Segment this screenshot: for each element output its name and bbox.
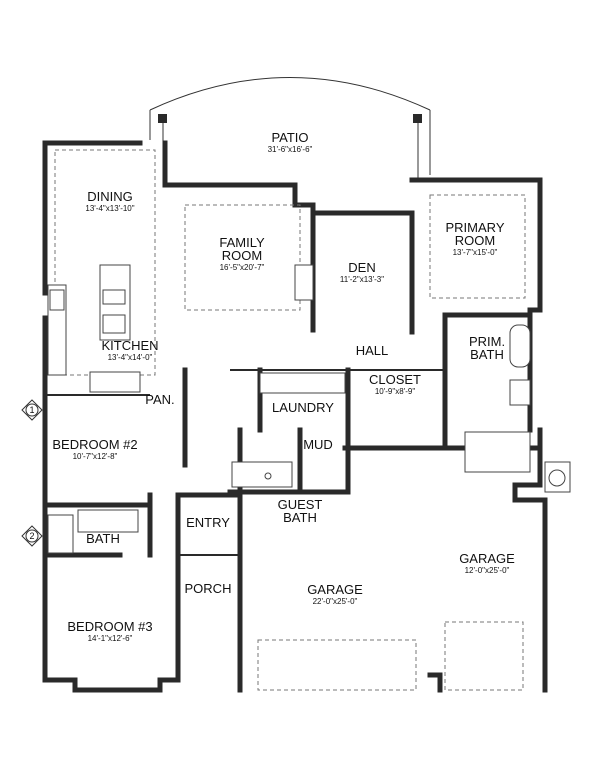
patio-dims: 31'-6"x16'-6" xyxy=(268,145,313,154)
porch-label: PORCH xyxy=(185,581,232,596)
primary-room-dims: 13'-7"x15'-0" xyxy=(453,248,498,257)
family-room-label-1: FAMILY xyxy=(219,235,265,250)
entry-label: ENTRY xyxy=(186,515,230,530)
guest-bath-label-1: GUEST xyxy=(278,497,323,512)
garage-main-dims: 22'-0"x25'-0" xyxy=(313,597,358,606)
patio-label: PATIO xyxy=(271,130,308,145)
closet-label: CLOSET xyxy=(369,372,421,387)
prim-bath-label-1: PRIM. xyxy=(469,334,505,349)
kitchen-dishwasher xyxy=(102,314,126,334)
garage-side-dims: 12'-0"x25'-0" xyxy=(465,566,510,575)
patio-arc xyxy=(149,77,431,111)
primary-shower xyxy=(464,431,531,473)
exterior-wall-east-lower xyxy=(512,427,548,693)
garage-side-label: GARAGE xyxy=(459,551,515,566)
closet-dims: 10'-9"x8'-9" xyxy=(375,387,415,396)
den-dims: 11'-2"x13'-3" xyxy=(340,275,384,284)
mud-label: MUD xyxy=(303,437,333,452)
bedroom3-label: BEDROOM #3 xyxy=(67,619,152,634)
patio-column-right xyxy=(413,114,422,123)
primary-ceiling-outline xyxy=(429,194,526,299)
section-marker-2: 2 xyxy=(21,525,43,547)
bedroom2-label: BEDROOM #2 xyxy=(52,437,137,452)
garage-main-label: GARAGE xyxy=(307,582,363,597)
dining-dims: 13'-4"x13'-10" xyxy=(85,204,134,213)
guest-bath-label-2: BATH xyxy=(283,510,317,525)
laundry-label: LAUNDRY xyxy=(272,400,334,415)
exterior-wall-south-porch xyxy=(175,492,243,693)
fireplace xyxy=(294,264,314,301)
marker-1-label: 1 xyxy=(29,405,34,415)
primary-toilet-box xyxy=(509,379,531,406)
den-label: DEN xyxy=(348,260,375,275)
exterior-wall-north-west xyxy=(42,140,143,296)
laundry-counter xyxy=(259,372,346,394)
dining-label: DINING xyxy=(87,189,133,204)
exterior-wall-south-garage xyxy=(427,672,443,693)
primary-bathtub xyxy=(509,324,531,368)
kitchen-range xyxy=(49,289,65,311)
family-room-label-2: ROOM xyxy=(222,248,262,263)
bedroom2-dims: 10'-7"x12'-8" xyxy=(73,452,118,461)
garage-door-main xyxy=(257,639,417,691)
guest-vanity xyxy=(231,461,293,488)
bath-tub xyxy=(47,514,74,554)
primary-room-label-2: ROOM xyxy=(455,233,495,248)
hall-label: HALL xyxy=(356,343,389,358)
family-ceiling-outline xyxy=(184,204,301,311)
bath-label: BATH xyxy=(86,531,120,546)
kitchen-sink xyxy=(102,289,126,305)
marker-2-label: 2 xyxy=(29,531,34,541)
garage-door-side xyxy=(444,621,524,691)
kitchen-dims: 13'-4"x14'-0" xyxy=(108,353,153,362)
primary-room-label-1: PRIMARY xyxy=(446,220,505,235)
exterior-wall-north-family xyxy=(162,140,316,333)
guest-toilet xyxy=(264,472,272,480)
section-marker-1: 1 xyxy=(21,399,43,421)
bath-vanity xyxy=(77,509,139,533)
patio-column-left xyxy=(158,114,167,123)
exterior-wall-west-lower xyxy=(42,392,181,693)
kitchen-counter-south xyxy=(89,371,141,393)
prim-bath-label-2: BATH xyxy=(470,347,504,362)
exterior-wall-north-den xyxy=(310,210,415,335)
pantry-label: PAN. xyxy=(145,392,174,407)
kitchen-label: KITCHEN xyxy=(101,338,158,353)
family-room-dims: 16'-5"x20'-7" xyxy=(220,263,265,272)
bedroom3-dims: 14'-1"x12'-6" xyxy=(88,634,133,643)
garage-outdoor-fan xyxy=(548,469,566,487)
